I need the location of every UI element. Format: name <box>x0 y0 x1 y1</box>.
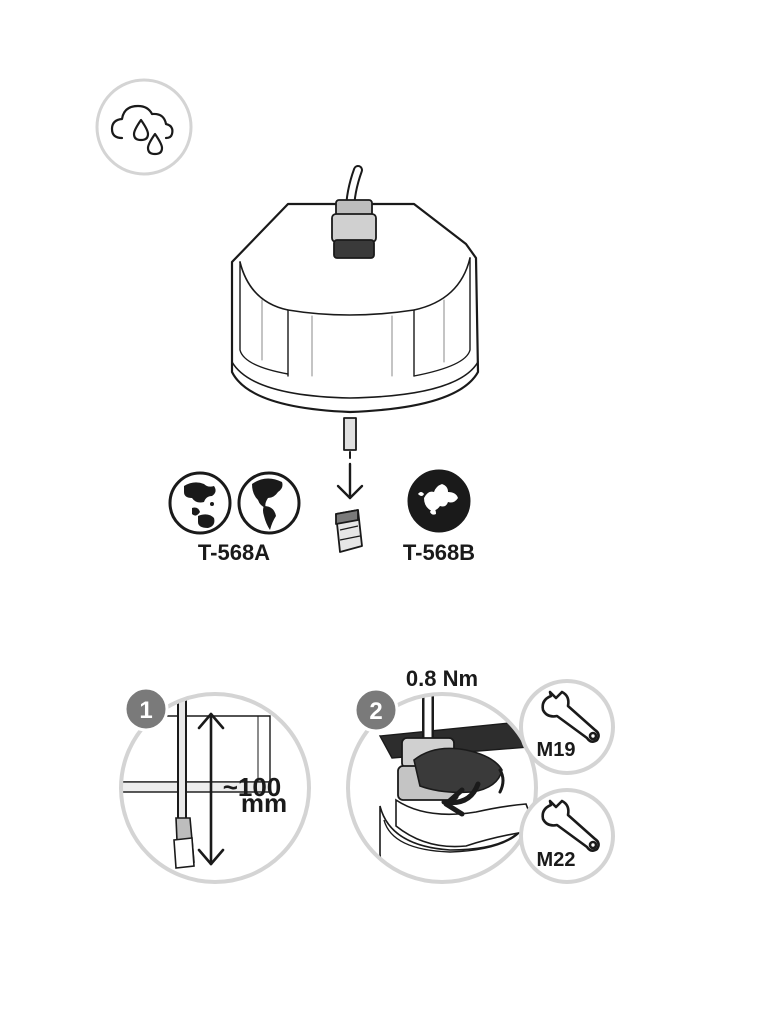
globe-americas-icon <box>237 471 301 535</box>
standard-b-label: T-568B <box>403 540 475 565</box>
step-1-panel: ~100 mm 1 <box>119 686 311 884</box>
outdoor-icon-badge <box>95 78 193 176</box>
globe-europe-icon <box>407 469 471 533</box>
wrench-m19-badge: M19 <box>519 679 615 775</box>
length-unit: mm <box>241 788 287 818</box>
wrench-m22-badge: M22 <box>519 788 615 884</box>
wrench-icon <box>541 690 600 743</box>
wrench-m22-label: M22 <box>537 849 576 871</box>
step-2-panel: 0.8 Nm 2 M19 M22 <box>346 666 615 884</box>
device-housing <box>230 165 480 459</box>
wrench-m19-label: M19 <box>537 739 576 761</box>
step-1-badge <box>123 686 169 732</box>
rj45-connector-icon <box>335 509 363 553</box>
standard-a-label: T-568A <box>198 540 270 565</box>
torque-label: 0.8 Nm <box>406 666 478 691</box>
step-2-number: 2 <box>369 698 382 725</box>
length-value: ~100 <box>223 772 282 802</box>
globe-asia-australia-icon <box>168 471 232 535</box>
wrench-icon <box>541 799 600 852</box>
length-arrow <box>197 712 225 866</box>
cloud-rain-icon <box>110 104 174 156</box>
step-2-badge <box>353 687 399 733</box>
arrow-down-icon <box>336 462 364 500</box>
step-1-number: 1 <box>139 697 152 724</box>
